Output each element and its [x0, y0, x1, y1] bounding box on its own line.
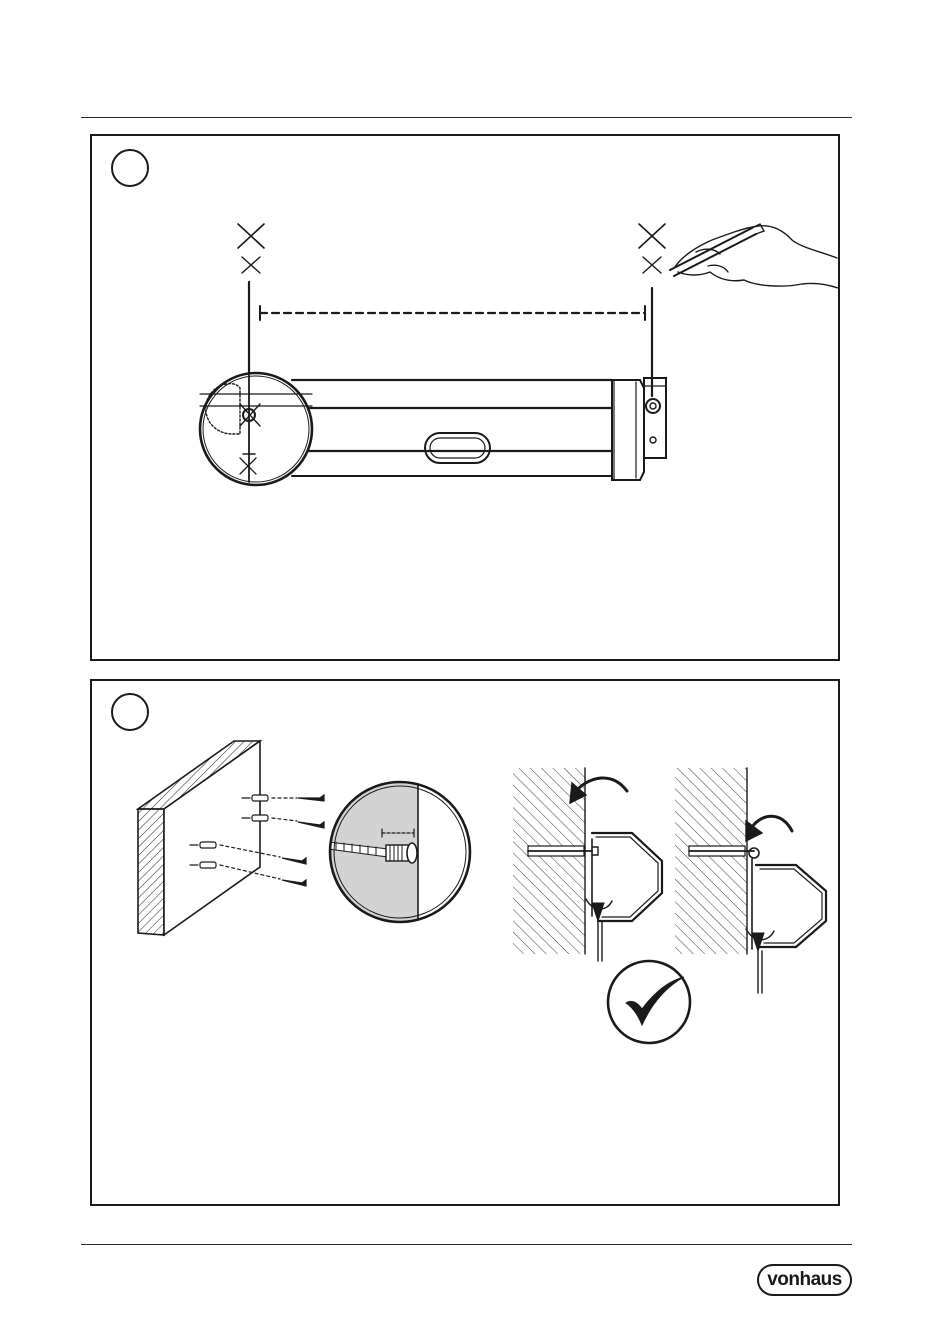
brand-logo: vonhaus [757, 1264, 852, 1296]
curved-arrow-icon [746, 816, 792, 841]
magnifier-icon [322, 776, 470, 936]
step-1-illustration [92, 136, 838, 659]
step-2-panel [90, 679, 840, 1206]
cross-mark-icon [242, 257, 260, 273]
step-2-illustration [92, 681, 838, 1204]
step-1-panel [90, 134, 840, 661]
bottom-rule [81, 1244, 852, 1245]
cross-mark-icon [238, 224, 264, 248]
top-rule [81, 117, 852, 118]
magnifier-icon [200, 373, 312, 485]
checkmark-icon [608, 961, 690, 1043]
pencil-hand-icon [670, 224, 838, 288]
cross-mark-icon [643, 257, 661, 273]
cross-mark-icon [639, 224, 665, 248]
